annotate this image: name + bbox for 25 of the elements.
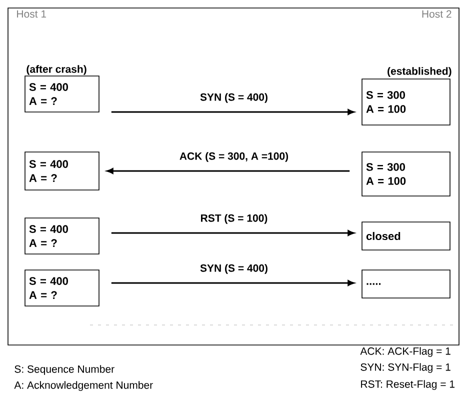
arrow xyxy=(106,168,350,174)
text-label: SYN: SYN-Flag = 1 xyxy=(360,363,450,373)
state-box: closed xyxy=(362,222,450,250)
edge-label: RST (S = 100) xyxy=(199,213,269,225)
text-label: ACK: ACK-Flag = 1 xyxy=(360,347,450,357)
text-label: S: Sequence Number xyxy=(14,365,114,375)
edge-label: SYN (S = 400) xyxy=(199,263,269,275)
state-box: S = 400 A = ? xyxy=(24,152,100,190)
state-box: S = 400 A = ? xyxy=(24,218,100,254)
state-box: S = 300 A = 100 xyxy=(362,152,450,196)
text-label: Host 2 xyxy=(422,10,452,18)
state-caption: (established) xyxy=(388,67,452,77)
text-label: A: Acknowledgement Number xyxy=(14,381,153,391)
arrow xyxy=(111,230,354,236)
text-label: Host 1 xyxy=(17,10,46,18)
state-box: S = 300 A = 100 xyxy=(362,78,450,126)
arrow xyxy=(111,109,354,115)
edge-label: SYN (S = 400) xyxy=(199,92,269,104)
state-box: ..... xyxy=(362,270,450,298)
state-box: S = 400 A = ? xyxy=(24,270,100,306)
state-caption: (after crash) xyxy=(26,65,86,75)
state-box: S = 400 A = ? xyxy=(24,76,100,112)
arrow xyxy=(111,280,354,286)
edge-label: ACK (S = 300, A =100) xyxy=(178,151,290,163)
text-label: RST: Reset-Flag = 1 xyxy=(361,380,454,390)
